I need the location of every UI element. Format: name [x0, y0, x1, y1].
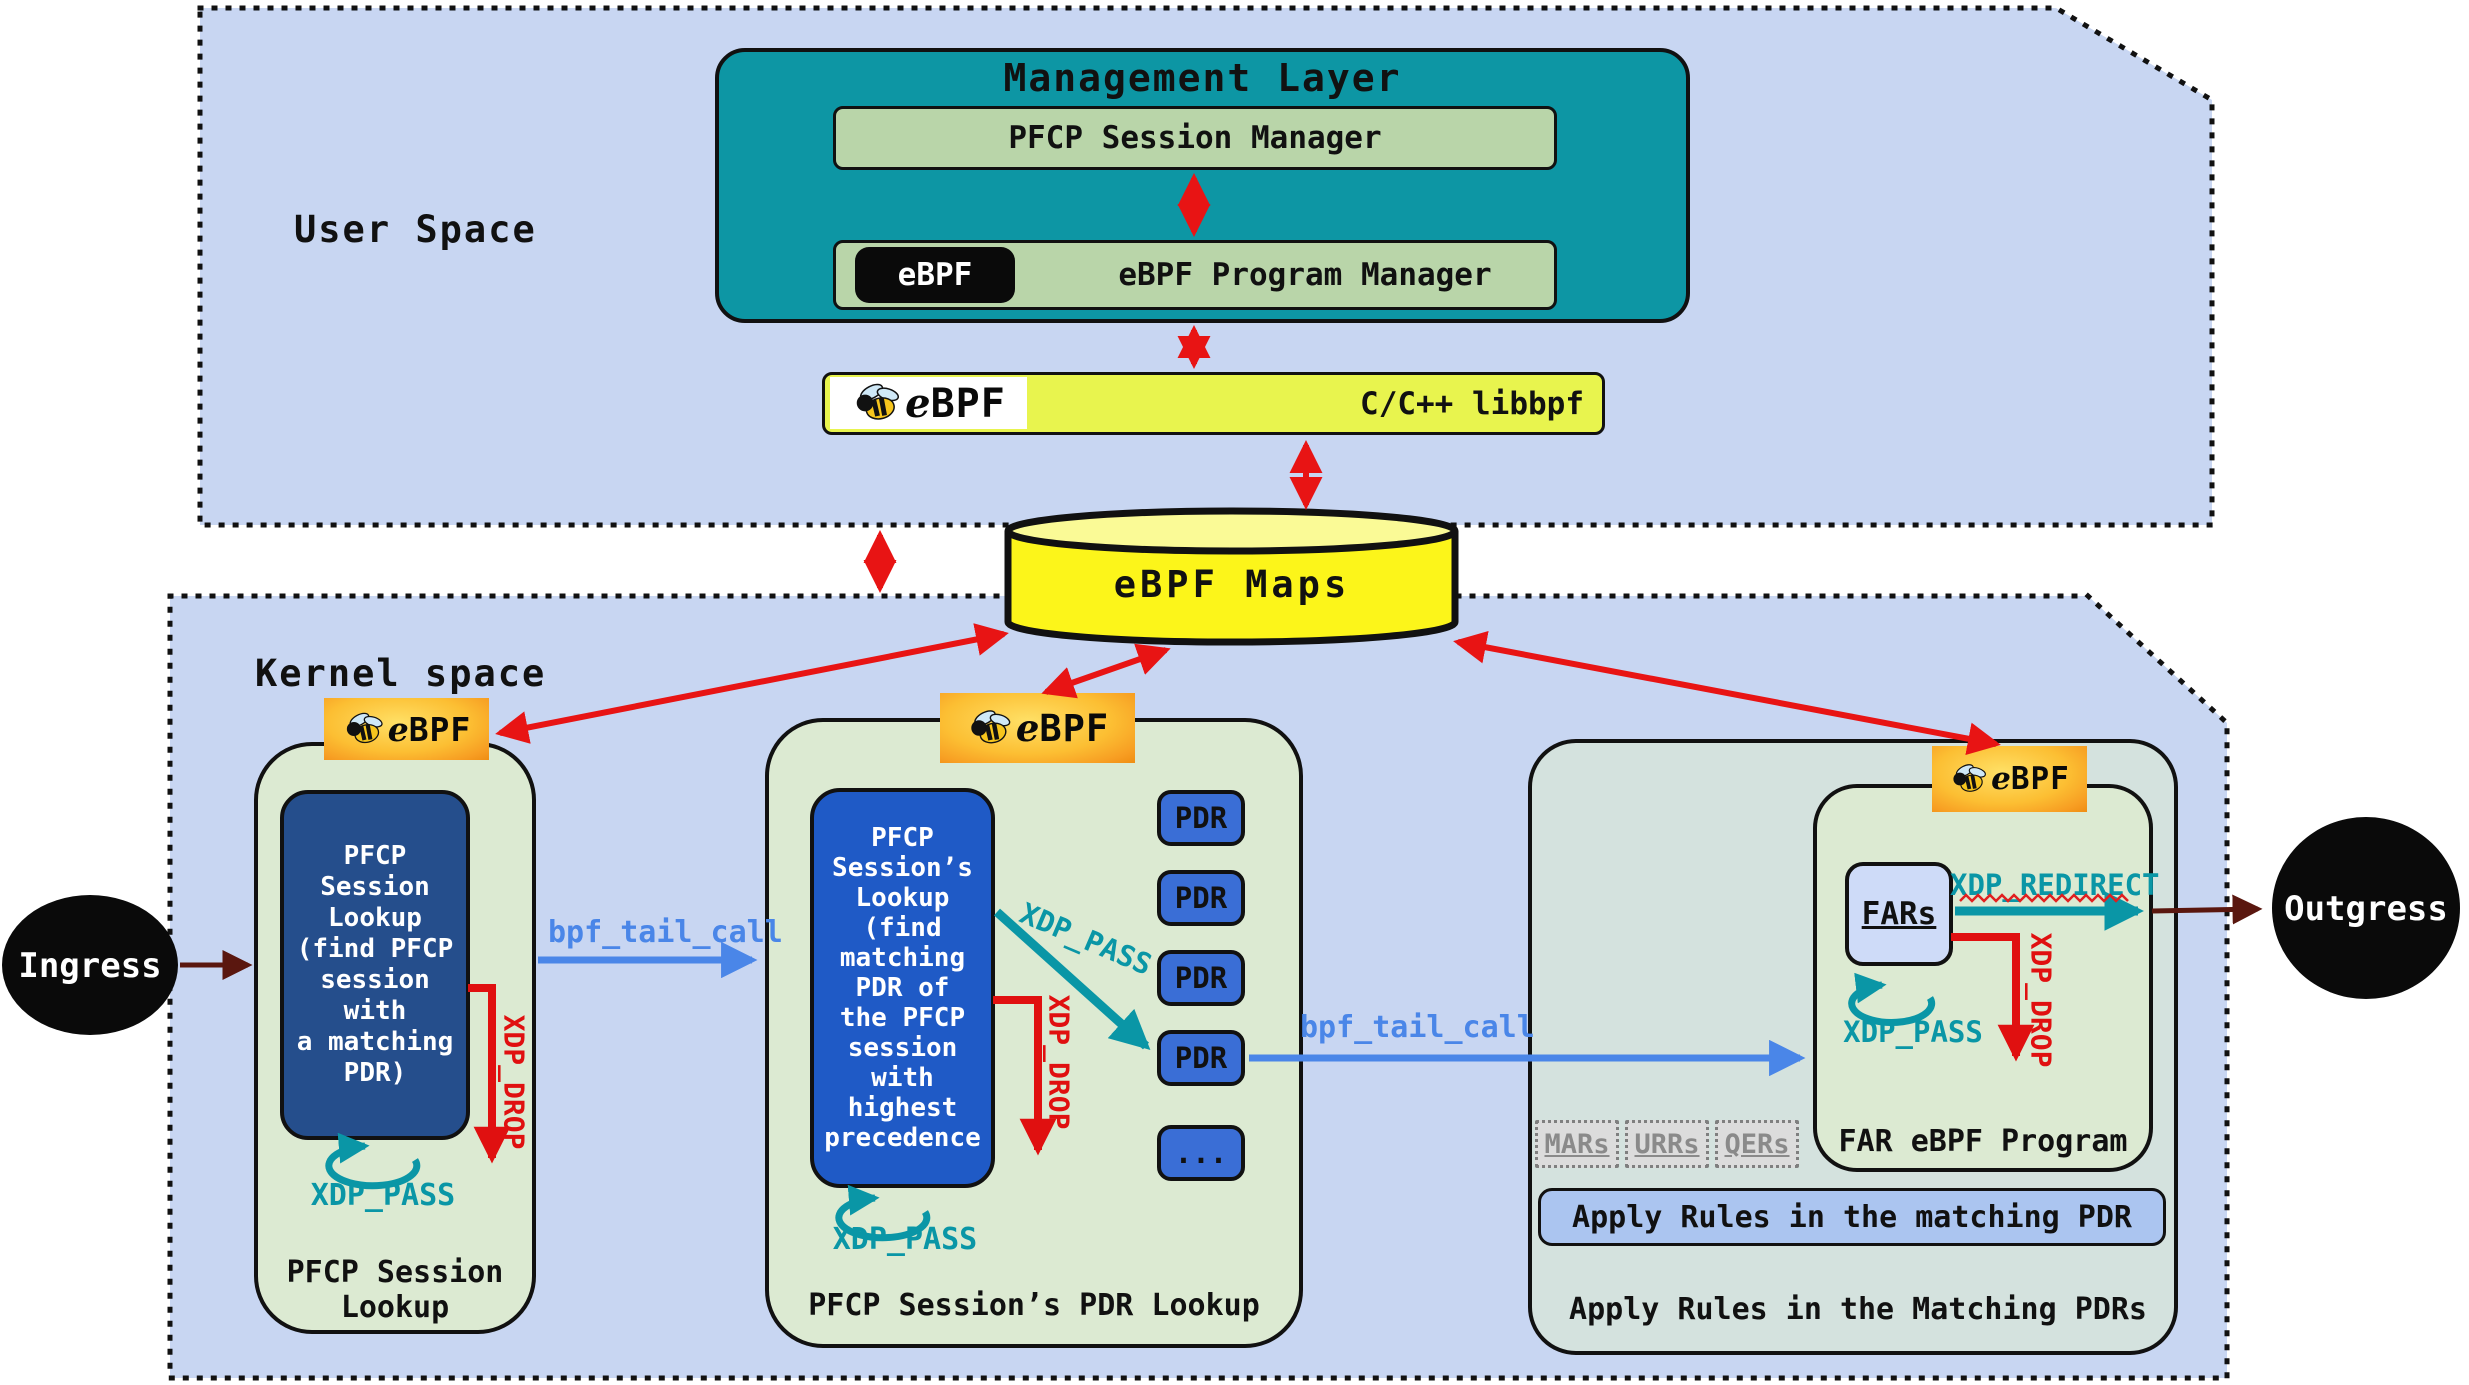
arrow-maps-right-program [1453, 631, 2001, 755]
tail-call-2-label: bpf_tail_call [1300, 1010, 1535, 1045]
ebpf-logo-bpf: BPF [2010, 761, 2070, 797]
ebpf-logo-e: e [1991, 761, 2011, 797]
management-layer-title: Management Layer [1003, 56, 1402, 100]
far-program-caption: FAR eBPF Program [1838, 1124, 2128, 1159]
pdr-box-1: PDR [1157, 790, 1245, 846]
ebpf-program-manager-label: eBPF Program Manager [1118, 257, 1492, 293]
ingress-label: Ingress [18, 946, 162, 986]
apply-rules-bar: Apply Rules in the matching PDR [1538, 1188, 2166, 1246]
middle-xdp-drop-label: XDP_DROP [1042, 994, 1076, 1130]
bee-icon [1953, 764, 1987, 792]
ebpf-black-badge: eBPF [855, 247, 1015, 303]
mars-box: MARs [1535, 1120, 1619, 1168]
qers-box: QERs [1715, 1120, 1799, 1168]
middle-program-caption: PFCP Session’s PDR Lookup [808, 1288, 1260, 1323]
ebpf-logo-e: e [905, 379, 931, 427]
bee-icon [971, 710, 1011, 744]
left-xdp-pass-label: XDP_PASS [310, 1178, 456, 1213]
ebpf-logo-e: e [387, 709, 409, 749]
arrow-maps-middle-program [1041, 643, 1171, 699]
ebpf-logo-bpf: BPF [930, 380, 1006, 427]
left-xdp-drop-label: XDP_DROP [497, 1014, 531, 1150]
ebpf-logo-bpf: BPF [1039, 707, 1110, 750]
pdr-box-4: PDR [1157, 1030, 1245, 1086]
user-space-label: User Space [294, 208, 537, 251]
far-ebpf-program-box [1813, 784, 2153, 1172]
fars-box: FARs [1845, 862, 1953, 966]
left-program-caption: PFCP Session Lookup [286, 1255, 504, 1325]
tail-call-1-label: bpf_tail_call [548, 915, 783, 950]
pdr-box-more: ... [1157, 1125, 1245, 1181]
pdr-box-2: PDR [1157, 870, 1245, 926]
middle-xdp-pass-loop-label: XDP_PASS [832, 1222, 978, 1257]
xdp-redirect-label: XDP_REDIRECT [1950, 868, 2160, 902]
outgress-label: Outgress [2284, 889, 2448, 929]
right-xdp-pass-label: XDP_PASS [1843, 1015, 1983, 1049]
libbpf-label: C/C++ libbpf [1360, 385, 1584, 422]
pdr-lookup-logic-box: PFCP Session’s Lookup (find matching PDR… [810, 788, 995, 1188]
bee-icon [346, 712, 383, 744]
pfcp-session-lookup-logic-box: PFCP Session Lookup (find PFCP session w… [280, 790, 470, 1140]
right-xdp-drop-label: XDP_DROP [2024, 932, 2058, 1068]
ebpf-logo-bpf: BPF [408, 709, 472, 749]
urrs-box: URRs [1625, 1120, 1709, 1168]
ebpf-maps-label: eBPF Maps [1113, 563, 1351, 606]
kernel-space-label: Kernel space [255, 652, 547, 695]
ebpf-logo-e: e [1015, 706, 1040, 750]
apply-rules-caption: Apply Rules in the Matching PDRs [1569, 1292, 2147, 1327]
bee-icon [856, 383, 900, 420]
pfcp-session-manager-box: PFCP Session Manager [833, 106, 1557, 170]
